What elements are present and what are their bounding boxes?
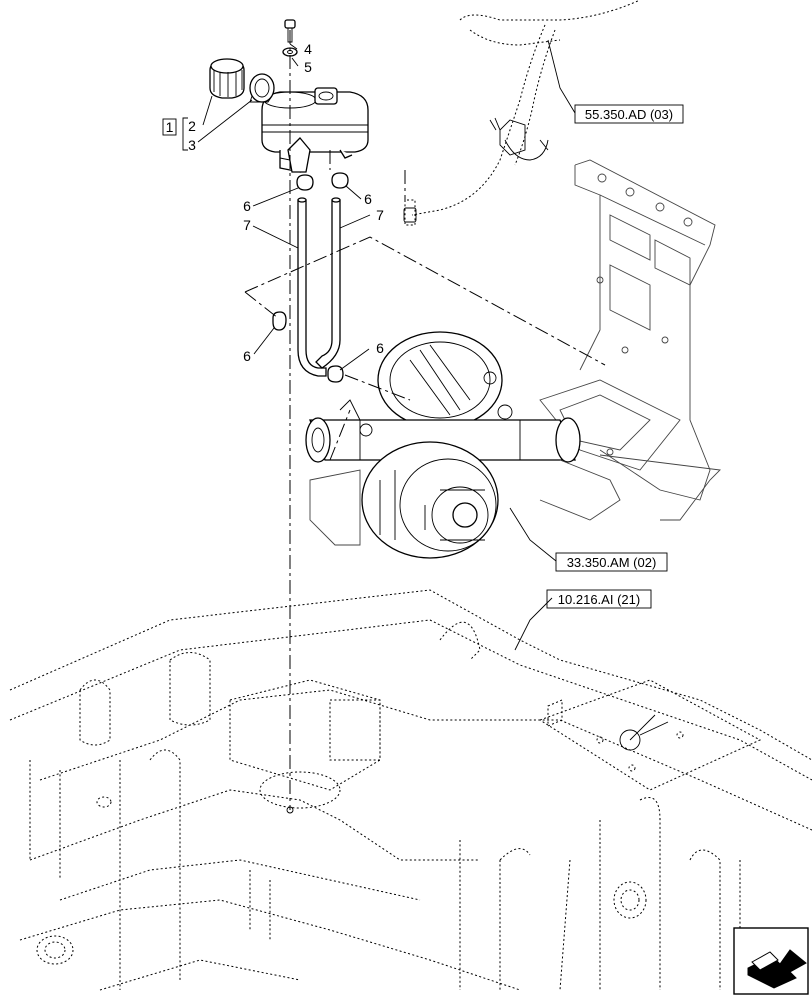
reservoir-strainer [249,73,275,103]
callout-5: 5 [304,59,312,75]
ref-electrical-harness[interactable]: 55.350.AD (03) [585,107,673,122]
direction-arrow-icon[interactable] [733,927,809,995]
assembly-center-lines [244,30,606,814]
callout-box-1 [162,118,177,136]
ref-frame[interactable]: 10.216.AI (21) [558,592,640,607]
callout-labels: 1 2 3 4 5 6 6 6 6 7 7 [162,41,384,364]
hose-clamps [272,172,349,383]
reference-boxes: 55.350.AD (03) 33.350.AM (02) 10.216.AI … [546,104,684,609]
brake-fluid-reservoir [261,87,369,173]
callout-2: 2 [188,118,196,134]
callout-6-left-clamp: 6 [243,198,251,214]
callout-7-right-hose: 7 [376,207,384,223]
callout-6-lower-right-clamp: 6 [376,340,384,356]
callout-4: 4 [304,41,312,57]
reservoir-cap [209,58,245,99]
mounting-bracket [539,159,721,521]
ref-box-electrical[interactable] [574,104,684,124]
wiring-harness [403,0,641,226]
ref-brake-unit[interactable]: 33.350.AM (02) [567,555,657,570]
chassis-frame [9,589,812,991]
brake-actuator-assembly [305,331,621,559]
callout-3: 3 [188,137,196,153]
leader-lines [182,39,576,651]
brake-hoses [297,197,341,377]
ref-box-brake-unit[interactable] [555,552,668,572]
callout-7-left-hose: 7 [243,217,251,233]
callout-6-right-clamp: 6 [364,191,372,207]
callout-6-lower-left-clamp: 6 [243,348,251,364]
ref-box-frame[interactable] [546,589,652,609]
callout-1: 1 [166,119,174,135]
